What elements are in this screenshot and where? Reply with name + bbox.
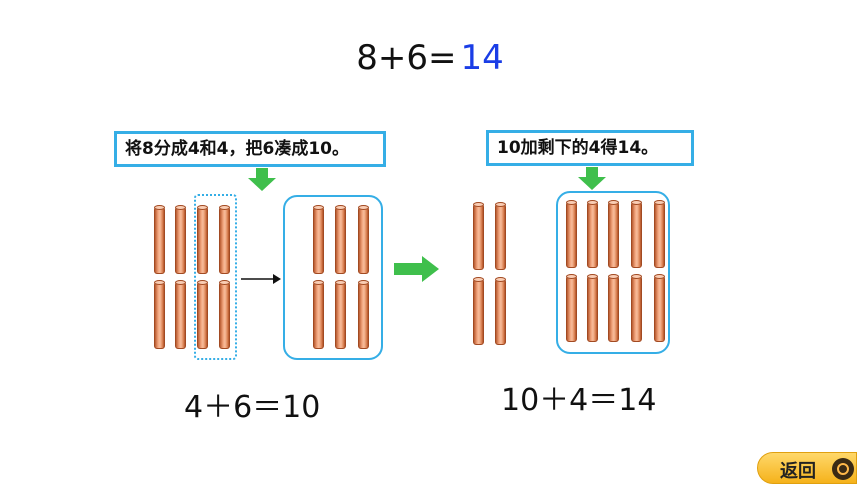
equation-title-answer: 14 <box>460 38 504 78</box>
down-arrow-icon-right <box>578 167 606 190</box>
stick <box>566 274 577 342</box>
stick <box>495 202 506 270</box>
ten-group-left <box>283 195 383 360</box>
equation-title-expression: 8+6= <box>356 38 457 78</box>
stick <box>197 280 208 349</box>
stick <box>587 274 598 342</box>
instruction-label-right: 10加剩下的4得14。 <box>486 130 694 166</box>
stick <box>608 274 619 342</box>
stick <box>313 205 324 274</box>
equation-title: 8+6=14 <box>0 38 860 78</box>
stick <box>473 202 484 270</box>
stick <box>219 205 230 274</box>
return-button[interactable]: 返回 <box>757 452 857 484</box>
stick <box>358 205 369 274</box>
stick <box>335 205 346 274</box>
green-right-arrow-icon <box>394 256 439 282</box>
stick <box>631 274 642 342</box>
dotted-selection-two-columns <box>194 194 237 360</box>
stick <box>175 205 186 274</box>
stick <box>175 280 186 349</box>
stick <box>608 200 619 268</box>
stick <box>473 277 484 345</box>
instruction-label-left: 将8分成4和4，把6凑成10。 <box>114 131 386 167</box>
stick <box>654 200 665 268</box>
stick <box>313 280 324 349</box>
thin-right-arrow-icon <box>241 274 281 284</box>
stick <box>154 280 165 349</box>
down-arrow-icon-left <box>248 168 276 191</box>
stick <box>335 280 346 349</box>
stick <box>358 280 369 349</box>
return-button-label: 返回 <box>780 461 816 482</box>
stick <box>654 274 665 342</box>
stick <box>631 200 642 268</box>
stick <box>587 200 598 268</box>
stick <box>154 205 165 274</box>
stick <box>566 200 577 268</box>
stick <box>219 280 230 349</box>
ten-group-right <box>556 191 670 354</box>
equation-left: 4＋6＝10 <box>184 390 321 425</box>
equation-right: 10＋4＝14 <box>501 383 657 418</box>
stick <box>495 277 506 345</box>
stick <box>197 205 208 274</box>
return-icon <box>832 458 854 480</box>
